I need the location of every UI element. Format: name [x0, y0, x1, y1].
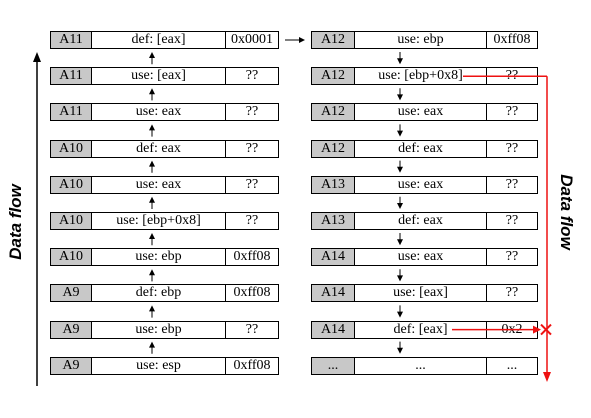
up-arrow-head-icon [149, 341, 155, 348]
address-cell: A13 [311, 175, 355, 194]
value-cell: ?? [486, 284, 538, 303]
operation-cell: use: [eax] [354, 284, 487, 303]
operation-cell: def: eax [91, 139, 226, 158]
operation-cell: ... [354, 356, 487, 375]
up-arrow-head-icon [149, 52, 155, 58]
operation-cell: use: eax [354, 175, 487, 194]
value-cell: ?? [225, 103, 279, 122]
value-cell: ?? [486, 175, 538, 194]
address-cell: A10 [50, 212, 92, 230]
up-arrow-head-icon [149, 160, 155, 167]
down-arrow-head-icon [397, 58, 403, 65]
up-arrow-head-icon [149, 88, 155, 95]
address-cell: A12 [311, 139, 355, 158]
address-cell: A10 [50, 139, 92, 158]
operation-cell: use: eax [91, 103, 226, 122]
down-arrow-head-icon [397, 166, 403, 173]
up-arrow-head-icon [149, 305, 155, 312]
value-cell: ... [486, 356, 538, 375]
value-cell: ?? [486, 139, 538, 158]
value-cell: 0xff08 [225, 356, 279, 375]
value-cell: ?? [225, 212, 279, 230]
address-cell: A14 [311, 248, 355, 267]
operation-cell: use: esp [91, 356, 226, 375]
operation-cell: use: ebp [354, 31, 487, 49]
value-cell: ?? [486, 212, 538, 230]
value-cell: 0xff08 [225, 248, 279, 267]
operation-cell: def: [eax] [91, 31, 226, 49]
down-arrow-head-icon [397, 94, 403, 101]
address-cell: A14 [311, 284, 355, 303]
address-cell: A10 [50, 248, 92, 267]
address-cell: A10 [50, 175, 92, 194]
down-arrow-head-icon [397, 203, 403, 209]
right-row-10: ......... [311, 356, 538, 375]
address-cell: A12 [311, 103, 355, 122]
operation-cell: use: ebp [91, 320, 226, 339]
down-arrow-head-icon [397, 275, 403, 282]
operation-cell: def: [eax] [354, 320, 487, 339]
operation-cell: use: ebp [91, 248, 226, 267]
address-cell: A9 [50, 284, 92, 303]
address-cell: A11 [50, 67, 92, 86]
operation-cell: use: eax [354, 103, 487, 122]
address-cell: A11 [50, 31, 92, 49]
left-flow-arrow-head-icon [33, 52, 41, 62]
value-cell: ?? [225, 175, 279, 194]
value-cell: 0x0001 [225, 31, 279, 49]
address-cell: A14 [311, 320, 355, 339]
value-cell: 0xff08 [486, 31, 538, 49]
value-cell: ?? [486, 103, 538, 122]
address-cell: A9 [50, 356, 92, 375]
up-arrow-head-icon [149, 196, 155, 203]
value-cell: 0xff08 [225, 284, 279, 303]
up-arrow-head-icon [149, 269, 155, 276]
address-cell: A9 [50, 320, 92, 339]
operation-cell: use: [eax] [91, 67, 226, 86]
x-mark-icon [540, 323, 552, 336]
down-arrow-head-icon [397, 311, 403, 318]
red-flow-arrow-head-icon [543, 372, 551, 382]
operation-cell: use: [ebp+0x8] [91, 212, 226, 230]
connector-arrow-head-icon [299, 37, 305, 43]
operation-cell: use: [ebp+0x8] [354, 67, 487, 86]
down-arrow-head-icon [397, 130, 403, 137]
down-arrow-head-icon [397, 347, 403, 354]
operation-cell: def: eax [354, 139, 487, 158]
address-cell: A13 [311, 212, 355, 230]
operation-cell: use: eax [91, 175, 226, 194]
operation-cell: use: eax [354, 248, 487, 267]
value-cell: ?? [225, 67, 279, 86]
red-def-arrow-head-icon [533, 325, 541, 334]
down-arrow-head-icon [397, 239, 403, 246]
value-cell: ?? [486, 248, 538, 267]
up-arrow-head-icon [149, 124, 155, 131]
up-arrow-head-icon [149, 233, 155, 239]
value-cell: ?? [225, 320, 279, 339]
value-cell: ?? [225, 139, 279, 158]
address-cell: A12 [311, 67, 355, 86]
operation-cell: def: ebp [91, 284, 226, 303]
